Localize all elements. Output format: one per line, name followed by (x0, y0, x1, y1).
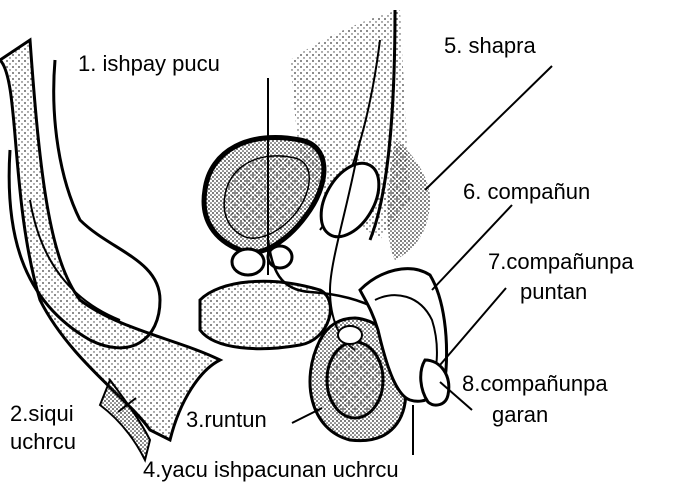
leader-5 (425, 66, 552, 190)
testis (327, 342, 383, 418)
label-garan: garan (492, 403, 548, 427)
label-shapra: 5. shapra (444, 34, 536, 58)
label-ishpay-pucu: 1. ishpay pucu (78, 52, 220, 76)
pubic-hair (388, 140, 431, 260)
label-puntan: puntan (520, 280, 587, 304)
label-runtun: 3.runtun (186, 408, 267, 432)
label-companunpa-1: 7.compañunpa (488, 250, 634, 274)
label-siqui-uchrcu: uchrcu (10, 430, 76, 454)
leader-6 (432, 205, 512, 290)
label-companun: 6. compañun (463, 180, 590, 204)
epididymis (338, 326, 362, 344)
leader-7 (440, 288, 506, 365)
label-yacu-ishpacunan-uchrcu: 4.yacu ishpacunan uchrcu (143, 458, 399, 482)
label-siqui: 2.siqui (10, 402, 74, 426)
label-companunpa-2: 8.compañunpa (462, 372, 608, 396)
seminal-vesicle (232, 249, 264, 275)
